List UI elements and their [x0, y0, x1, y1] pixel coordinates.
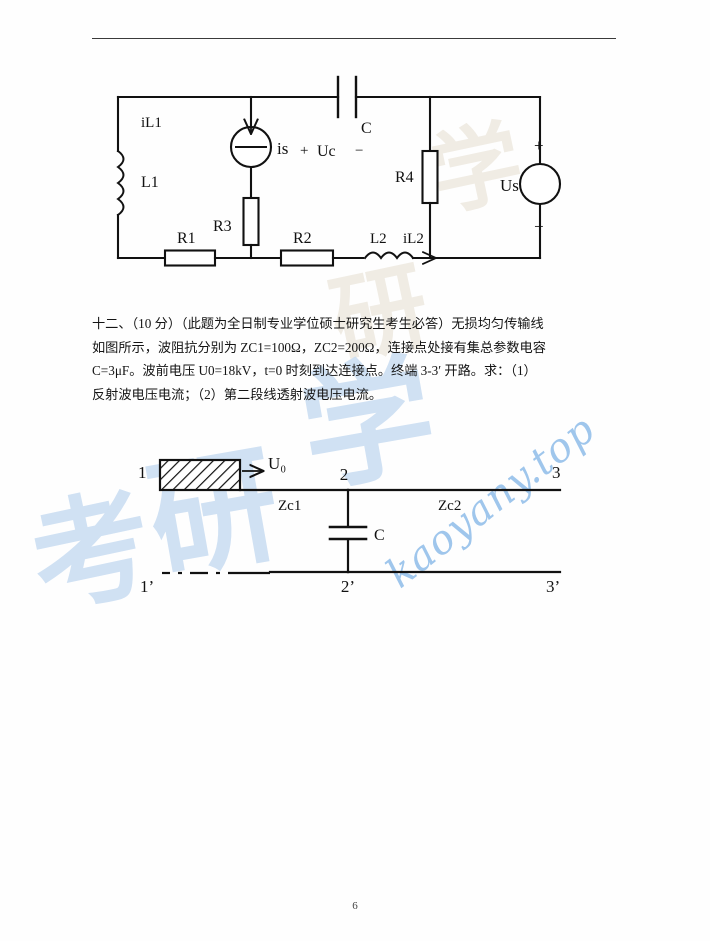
label-iL2: iL2: [403, 231, 424, 247]
page-number: 6: [352, 900, 358, 912]
label-node-1: 1: [138, 463, 147, 482]
label-iL1: iL1: [141, 115, 162, 131]
label-uc-minus: −: [355, 143, 363, 159]
label-uc-plus: +: [300, 143, 308, 159]
page-footer: 6: [0, 900, 710, 912]
label-R2: R2: [293, 230, 312, 247]
question-line-2: 如图所示，波阻抗分别为 ZC1=100Ω，ZC2=200Ω，连接点处接有集总参数…: [92, 339, 546, 355]
header-divider: [92, 38, 616, 39]
label-uc: Uc: [317, 143, 336, 160]
label-node-2: 2: [340, 465, 349, 484]
current-source-symbol: [229, 121, 273, 169]
label-R4: R4: [395, 169, 414, 186]
label-R1: R1: [177, 230, 196, 247]
label-Zc1: Zc1: [278, 498, 301, 514]
label-node-1p: 1’: [140, 577, 154, 596]
question-line-3: C=3μF。波前电压 U0=18kV，t=0 时刻到达连接点。终端 3-3′ 开…: [92, 363, 537, 379]
label-us: Us: [500, 176, 519, 195]
circuit-schematic-figure: iL1 L1 R1 R3 is C + Uc − R2 L2 iL2 R4 Us…: [85, 55, 625, 285]
label-L1: L1: [141, 174, 159, 191]
question-line-1: 十二、（10 分）（此题为全日制专业学位硕士研究生考生必答）无损均匀传输线: [92, 316, 544, 331]
label-node-3: 3: [552, 463, 561, 482]
label-L2: L2: [370, 231, 387, 247]
voltage-source-symbol: [518, 162, 562, 206]
label-is: is: [277, 139, 288, 158]
label-node-3p: 3’: [546, 577, 560, 596]
label-R3: R3: [213, 218, 232, 235]
question-text-block: 十二、（10 分）（此题为全日制专业学位硕士研究生考生必答）无损均匀传输线 如图…: [92, 312, 620, 406]
label-us-minus: −: [534, 217, 544, 236]
label-C: C: [361, 120, 372, 137]
question-line-4: 反射波电压电流；（2）第二段线透射波电压电流。: [92, 386, 383, 402]
source-block: [158, 458, 242, 492]
label-us-plus: +: [534, 136, 544, 155]
label-shunt-C: C: [374, 527, 385, 544]
label-Zc2: Zc2: [438, 498, 461, 514]
label-node-2p: 2’: [341, 577, 355, 596]
label-U0: U₀: [268, 454, 286, 473]
transmission-line-figure: 1 1’ U₀ 2 2’ 3 3’ Zc1 Zc2 C: [120, 440, 600, 600]
